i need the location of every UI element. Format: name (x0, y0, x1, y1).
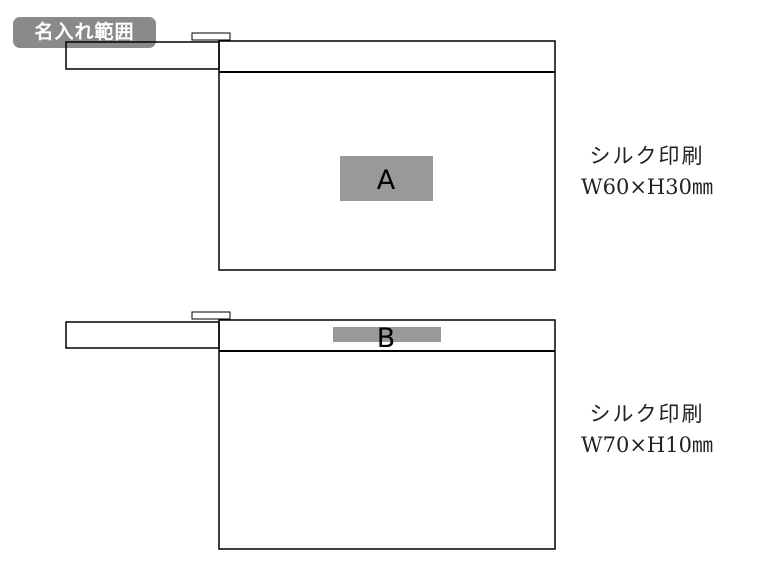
pouch-a-strap (65, 41, 220, 70)
pouch-a (65, 32, 556, 271)
pouch-a-zip-pull (191, 32, 231, 41)
spec-b-size: W70×H10㎜ (581, 433, 713, 457)
spec-b-method: シルク印刷 (589, 402, 705, 426)
spec-a-method: シルク印刷 (589, 144, 705, 168)
pouch-b-body (218, 319, 556, 550)
pouch-b (65, 311, 556, 550)
pouch-b-zip-pull (191, 311, 231, 320)
pouch-a-body (218, 40, 556, 271)
pouch-b-strap (65, 321, 220, 349)
print-area-a (340, 156, 433, 201)
spec-b: シルク印刷 W70×H10㎜ (567, 399, 727, 461)
spec-a-size: W60×H30㎜ (581, 175, 713, 199)
spec-a: シルク印刷 W60×H30㎜ (567, 141, 727, 203)
print-area-a-label: A (377, 165, 396, 196)
print-area-b (333, 327, 441, 342)
imprint-area-badge: 名入れ範囲 (13, 17, 156, 48)
print-area-b-label: B (377, 323, 396, 354)
